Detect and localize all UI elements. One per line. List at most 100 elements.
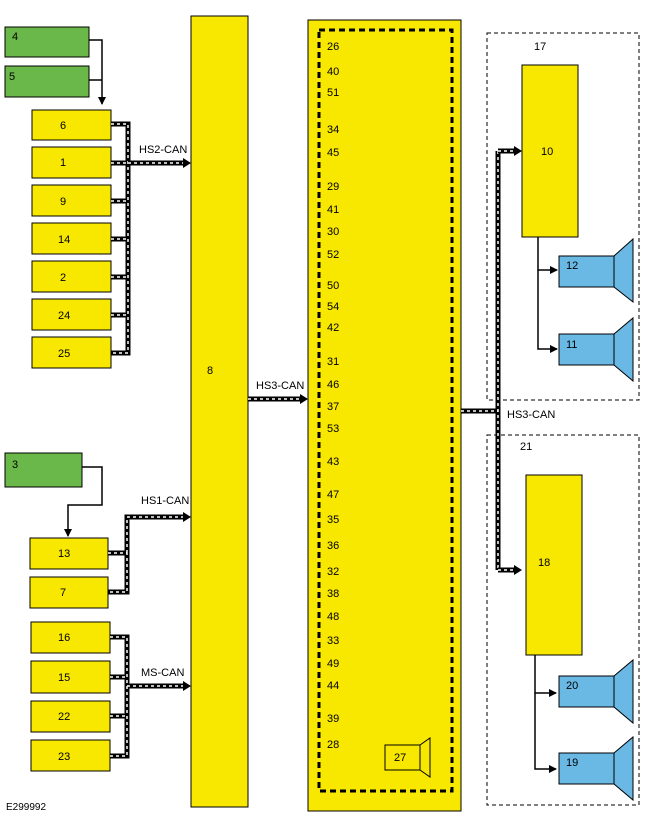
module-3 [4,452,83,488]
module-27-label: 27 [394,752,406,764]
bus-label-ms: MS-CAN [141,667,184,679]
inner-node-45: 45 [327,147,339,159]
ms-bus-wiring [110,634,191,759]
module-10-label: 10 [541,146,553,158]
module-16 [30,621,111,654]
module-25 [31,336,112,369]
inner-node-33: 33 [327,635,339,647]
inner-dashed-frame [317,28,454,793]
connector-18-19 [534,693,557,773]
inner-node-47: 47 [327,489,339,501]
module-9 [31,184,112,217]
inner-node-38: 38 [327,588,339,600]
group-frame-17 [486,32,640,401]
inner-node-46: 46 [327,379,339,391]
module-11 [558,333,615,366]
module-12-label: 12 [566,260,578,272]
inner-node-52: 52 [327,249,339,261]
speaker-20-icon [613,658,634,725]
inner-node-40: 40 [327,66,339,78]
inner-node-28: 28 [327,739,339,751]
hs1-bus-wiring [108,512,191,595]
inner-node-54: 54 [327,301,339,313]
inner-node-list: 2640513445294130525054423146375343473536… [327,41,339,751]
speaker-12-icon [613,237,634,304]
inner-node-26: 26 [327,41,339,53]
module-10 [521,64,579,238]
module-23 [30,739,111,772]
inner-node-35: 35 [327,514,339,526]
module-5 [4,65,90,98]
inner-node-43: 43 [327,456,339,468]
module-2-label: 2 [60,272,66,284]
module-19-label: 19 [566,757,578,769]
hs2-bus-wiring [111,121,191,356]
module-7 [29,576,109,609]
inner-node-49: 49 [327,658,339,670]
inner-node-32: 32 [327,566,339,578]
module-6 [31,109,112,141]
module-6-label: 6 [60,120,66,132]
module-24 [31,298,112,331]
bus-label-hs3-left: HS3-CAN [256,380,304,392]
inner-node-53: 53 [327,423,339,435]
module-27 [384,744,421,771]
connector-18-20 [534,655,557,697]
module-2 [31,260,112,293]
group-17-label: 17 [534,41,546,53]
module-13-label: 13 [58,548,70,560]
speaker-19-icon [613,735,634,802]
inner-node-41: 41 [327,204,339,216]
module-4 [4,26,90,58]
module-22 [30,700,111,733]
module-3-label: 3 [12,459,18,471]
group-21-label: 21 [520,441,532,453]
connector-10-11 [537,270,558,353]
module-14-label: 14 [58,234,70,246]
module-1-label: 1 [60,157,66,169]
module-5-label: 5 [9,71,15,83]
module-20 [558,675,615,708]
module-20-label: 20 [566,680,578,692]
inner-node-36: 36 [327,540,339,552]
main-module [307,19,462,812]
inner-node-44: 44 [327,680,339,692]
connector-4 [89,39,106,105]
inner-node-39: 39 [327,713,339,725]
module-7-label: 7 [60,587,66,599]
module-18 [525,474,583,656]
module-8-label: 8 [207,365,213,377]
connector-3 [64,466,103,537]
inner-node-31: 31 [327,356,339,368]
module-1 [31,146,112,179]
inner-node-37: 37 [327,401,339,413]
module-9-label: 9 [60,196,66,208]
speaker-11-icon [613,316,634,383]
module-12 [558,255,615,288]
figure-id: E299992 [6,802,46,813]
inner-node-29: 29 [327,181,339,193]
module-15 [30,660,111,694]
group-frame-21 [486,434,640,806]
inner-node-48: 48 [327,611,339,623]
module-14 [31,222,112,255]
module-8 [190,15,249,808]
bus-label-hs2: HS2-CAN [139,144,187,156]
module-16-label: 16 [58,632,70,644]
module-22-label: 22 [58,711,70,723]
hs2-module-stack: 6 1 9 14 2 24 25 [31,109,112,369]
module-25-label: 25 [58,348,70,360]
module-18-label: 18 [538,557,550,569]
inner-node-42: 42 [327,322,339,334]
bus-label-hs1: HS1-CAN [141,495,189,507]
inner-node-50: 50 [327,280,339,292]
module-11-label: 11 [566,339,577,351]
inner-node-51: 51 [327,87,339,99]
module-13 [29,537,109,570]
connector-10-12 [537,237,558,274]
speaker-27-icon [419,737,431,778]
bus-label-hs3-right: HS3-CAN [507,409,555,421]
module-4-label: 4 [12,31,18,43]
hs3-bus-right [461,146,522,575]
